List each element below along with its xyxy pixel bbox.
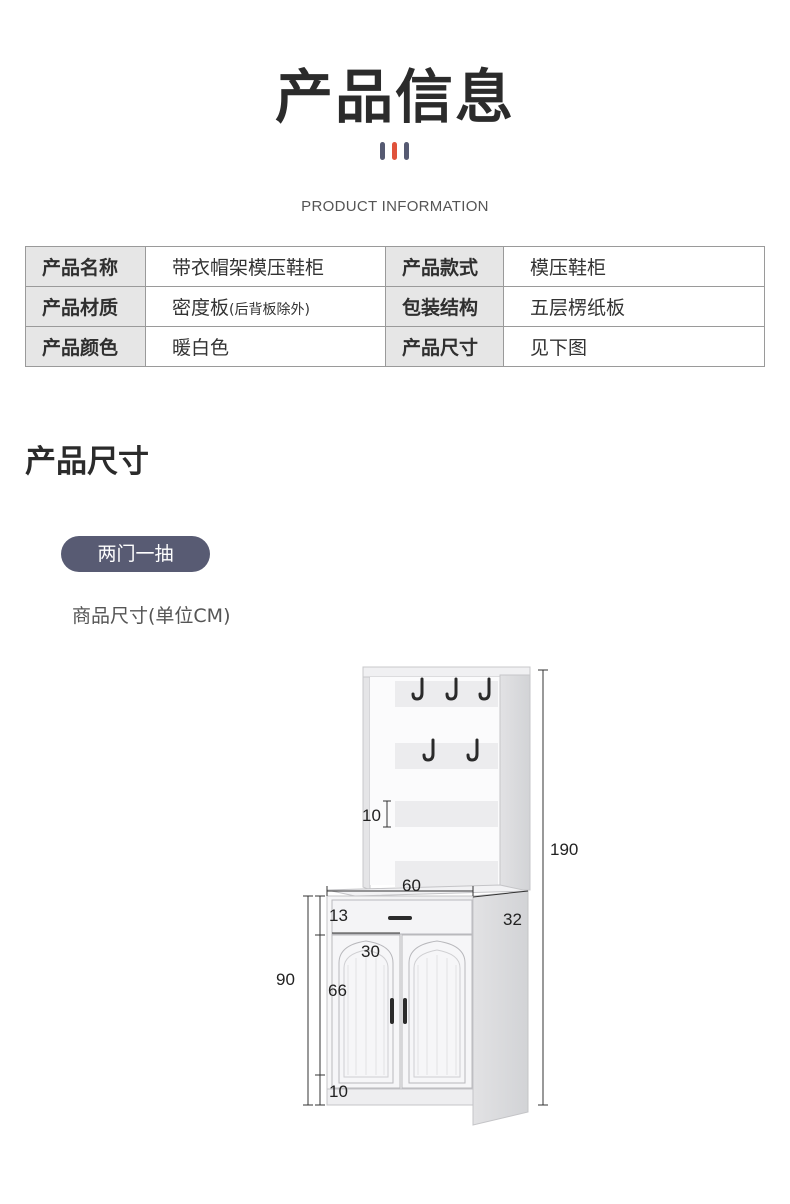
size-section-title: 产品尺寸 bbox=[25, 444, 149, 480]
rack-board-2 bbox=[395, 743, 498, 769]
rack-board-3 bbox=[395, 801, 498, 827]
info-value-text: 暖白色 bbox=[172, 337, 230, 359]
info-key: 包装结构 bbox=[385, 286, 504, 327]
info-value: 模压鞋柜 bbox=[503, 246, 765, 287]
unit-label: 商品尺寸(单位CM) bbox=[72, 605, 231, 627]
cabinet-door-left[interactable] bbox=[331, 934, 401, 1089]
dim-width: 60 bbox=[402, 876, 421, 895]
coat-rack bbox=[362, 666, 531, 891]
shoe-cabinet bbox=[326, 884, 529, 1126]
rack-right-side bbox=[499, 674, 531, 891]
info-value-text: 密度板 bbox=[172, 297, 230, 319]
cabinet-base bbox=[326, 1088, 474, 1106]
info-key: 产品尺寸 bbox=[385, 326, 504, 367]
hook-icon bbox=[478, 677, 491, 701]
cabinet-door-right[interactable] bbox=[401, 934, 473, 1089]
info-value: 带衣帽架模压鞋柜 bbox=[145, 246, 386, 287]
dim-door-width: 30 bbox=[361, 942, 380, 961]
variant-tag: 两门一抽 bbox=[61, 536, 210, 572]
dim-depth: 32 bbox=[503, 910, 522, 929]
page-title: 产品信息 bbox=[274, 63, 515, 131]
info-value: 五层楞纸板 bbox=[503, 286, 765, 327]
door-handle-right[interactable] bbox=[403, 998, 407, 1024]
hook-icon bbox=[466, 738, 479, 762]
accent-bar-right bbox=[404, 142, 409, 160]
dim-cabinet-height: 90 bbox=[276, 970, 295, 989]
info-key: 产品颜色 bbox=[25, 326, 146, 367]
dimension-lines bbox=[303, 669, 548, 1106]
info-value-note: (后背板除外) bbox=[229, 302, 310, 318]
rack-board-4 bbox=[395, 861, 498, 887]
accent-bar-middle bbox=[392, 142, 397, 160]
info-key: 产品名称 bbox=[25, 246, 146, 287]
dim-drawer-height: 13 bbox=[329, 906, 348, 925]
info-key: 产品款式 bbox=[385, 246, 504, 287]
dim-total-height: 190 bbox=[550, 840, 578, 859]
dim-door-height: 66 bbox=[328, 981, 347, 1000]
door-handle-left[interactable] bbox=[390, 998, 394, 1024]
table-row: 产品名称 带衣帽架模压鞋柜 产品款式 模压鞋柜 bbox=[25, 246, 765, 287]
hook-icon bbox=[445, 677, 458, 701]
drawer-handle[interactable] bbox=[388, 916, 412, 920]
info-value: 见下图 bbox=[503, 326, 765, 367]
info-value-text: 带衣帽架模压鞋柜 bbox=[172, 257, 325, 279]
accent-bar-left bbox=[380, 142, 385, 160]
dim-base-height: 10 bbox=[329, 1082, 348, 1101]
cabinet-dimension-diagram: 190 60 32 90 13 30 66 10 10 bbox=[276, 666, 578, 1126]
info-value: 暖白色 bbox=[145, 326, 386, 367]
title-accent-bars bbox=[380, 142, 412, 160]
info-value: 密度板(后背板除外) bbox=[145, 286, 386, 327]
rack-back-panel bbox=[370, 677, 500, 885]
table-row: 产品颜色 暖白色 产品尺寸 见下图 bbox=[25, 326, 765, 367]
hook-icon bbox=[411, 677, 424, 701]
dim-panel-height: 10 bbox=[362, 806, 381, 825]
product-info-table: 产品名称 带衣帽架模压鞋柜 产品款式 模压鞋柜 产品材质 密度板(后背板除外) … bbox=[25, 246, 765, 367]
info-key: 产品材质 bbox=[25, 286, 146, 327]
page-subtitle: PRODUCT INFORMATION bbox=[301, 198, 489, 215]
rack-left-side bbox=[362, 669, 371, 891]
coat-hooks bbox=[411, 677, 491, 762]
table-row: 产品材质 密度板(后背板除外) 包装结构 五层楞纸板 bbox=[25, 286, 765, 327]
hook-icon bbox=[422, 738, 435, 762]
